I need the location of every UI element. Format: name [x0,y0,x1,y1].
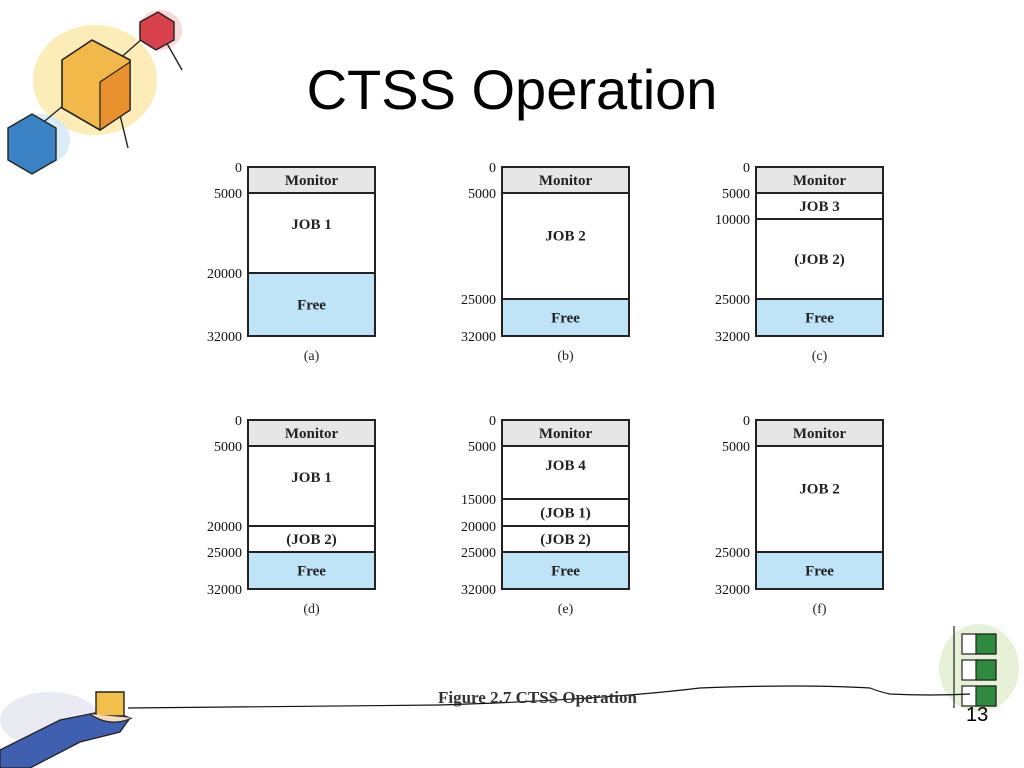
memory-segment-label: (JOB 2) [794,252,844,268]
address-label: 32000 [715,330,750,345]
address-label: 0 [743,414,750,429]
cubes-clipart-icon [7,10,183,175]
memory-segment-free [755,298,884,337]
address-label: 5000 [214,440,242,455]
address-label: 10000 [715,213,750,228]
memory-segment-free [247,551,376,590]
memory-segment-label: Monitor [539,426,593,442]
memory-segment-label: Monitor [793,426,847,442]
memory-segment-monitor [501,166,630,194]
address-label: 20000 [207,520,242,535]
address-label: 15000 [461,493,496,508]
address-label: 0 [235,414,242,429]
address-label: 0 [489,414,496,429]
memory-segment-free [247,272,376,337]
memory-segment-job [501,192,630,300]
address-label: 0 [743,161,750,176]
memory-segment-label: Free [297,564,326,580]
memory-segment-label: Monitor [793,173,847,189]
bottom-wavy-line [127,685,971,709]
memory-segment-job [755,218,884,300]
memory-segment-label: JOB 1 [291,217,331,233]
memory-segment-label: Free [297,298,326,314]
address-label: 32000 [207,330,242,345]
diagram-caption: (f) [813,602,827,617]
address-label: 0 [235,161,242,176]
memory-segment-job [755,192,884,220]
memory-segment-job [247,192,376,274]
address-label: 32000 [461,330,496,345]
slide-title: CTSS Operation [306,58,718,121]
memory-segment-free [501,551,630,590]
memory-segment-label: JOB 1 [291,470,331,486]
diagram-caption: (e) [558,602,574,617]
figure-caption: Figure 2.7 CTSS Operation [438,688,637,707]
page-number: 13 [966,704,989,726]
diagram-caption: (b) [557,349,574,364]
memory-segment-label: Free [805,311,834,327]
hand-with-box-clipart-icon [0,691,133,768]
address-label: 25000 [461,546,496,561]
memory-segment-label: (JOB 2) [540,532,590,548]
address-label: 5000 [214,187,242,202]
memory-segment-label: JOB 3 [799,199,839,215]
memory-segment-label: Monitor [285,426,339,442]
diagram-caption: (a) [304,349,320,364]
memory-segment-job [247,445,376,527]
address-label: 32000 [207,583,242,598]
address-label: 32000 [461,583,496,598]
memory-segment-monitor [247,166,376,194]
memory-segment-label: Monitor [539,173,593,189]
address-label: 25000 [461,293,496,308]
address-label: 5000 [468,187,496,202]
address-label: 25000 [715,293,750,308]
address-label: 20000 [207,267,242,282]
address-label: 0 [489,161,496,176]
memory-segment-label: JOB 2 [799,482,839,498]
memory-segment-job [501,498,630,527]
address-label: 25000 [715,546,750,561]
address-label: 25000 [207,546,242,561]
memory-segment-free [501,298,630,337]
memory-segment-label: Free [805,564,834,580]
address-label: 20000 [461,520,496,535]
memory-segment-free [755,551,884,590]
memory-segment-label: (JOB 2) [286,532,336,548]
address-label: 5000 [722,440,750,455]
address-label: 32000 [715,583,750,598]
memory-segment-label: (JOB 1) [540,506,590,522]
diagram-caption: (c) [812,349,828,364]
green-stack-clipart-icon [939,624,1019,712]
address-label: 5000 [468,440,496,455]
memory-segment-monitor [755,166,884,194]
memory-segment-label: JOB 4 [545,458,586,474]
memory-segment-label: Free [551,311,580,327]
diagram-caption: (d) [303,602,320,617]
memory-segment-label: Free [551,564,580,580]
memory-segment-monitor [247,419,376,447]
memory-segment-job [755,445,884,553]
memory-segment-label: Monitor [285,173,339,189]
address-label: 5000 [722,187,750,202]
memory-segment-label: JOB 2 [545,229,585,245]
